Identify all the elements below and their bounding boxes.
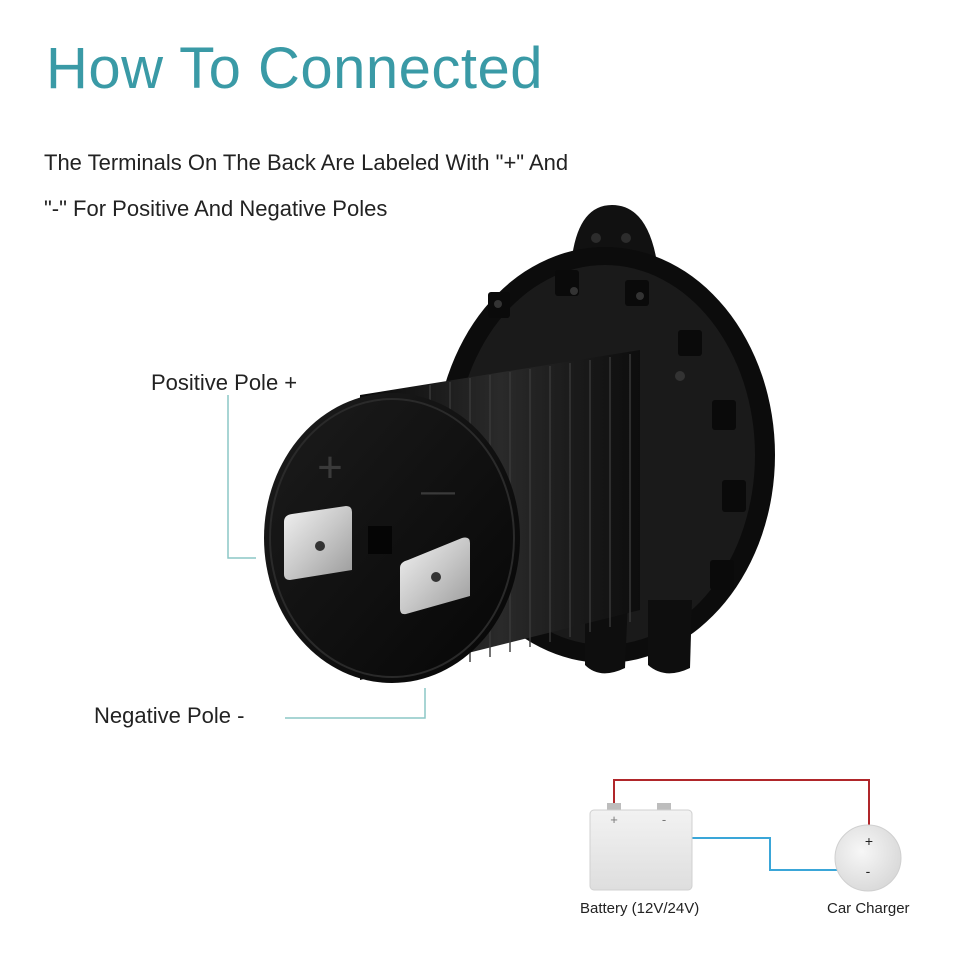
negative-wire: [663, 808, 860, 871]
negative-leader-line: [285, 688, 426, 719]
page-title: How To Connected: [46, 36, 544, 101]
charger-icon: [834, 824, 902, 892]
battery-label: Battery (12V/24V): [580, 900, 700, 917]
charger-plus-mark: +: [865, 833, 873, 849]
charger-minus-mark: -: [866, 863, 871, 879]
negative-pole-label: Negative Pole -: [94, 703, 245, 728]
charger-label: Car Charger: [827, 900, 910, 917]
battery-terminal-positive: [607, 803, 621, 810]
socket-minus-mark: —: [421, 472, 455, 510]
negative-terminal: [400, 537, 470, 615]
wiring-diagram: + - + -: [589, 779, 902, 892]
battery-plus-mark: +: [610, 812, 618, 827]
battery-minus-mark: -: [662, 812, 666, 827]
description-line-1: The Terminals On The Back Are Labeled Wi…: [44, 150, 569, 175]
description-line-2: "-" For Positive And Negative Poles: [44, 196, 388, 221]
description: The Terminals On The Back Are Labeled Wi…: [44, 140, 744, 232]
usb-socket-illustration: + —: [264, 205, 775, 683]
positive-pole-label: Positive Pole +: [151, 370, 298, 395]
battery-terminal-negative: [657, 803, 671, 810]
positive-terminal: [284, 506, 352, 580]
battery-icon: [589, 809, 693, 891]
positive-leader-line: [227, 395, 256, 559]
socket-plus-mark: +: [317, 443, 343, 492]
positive-wire: [613, 779, 870, 826]
